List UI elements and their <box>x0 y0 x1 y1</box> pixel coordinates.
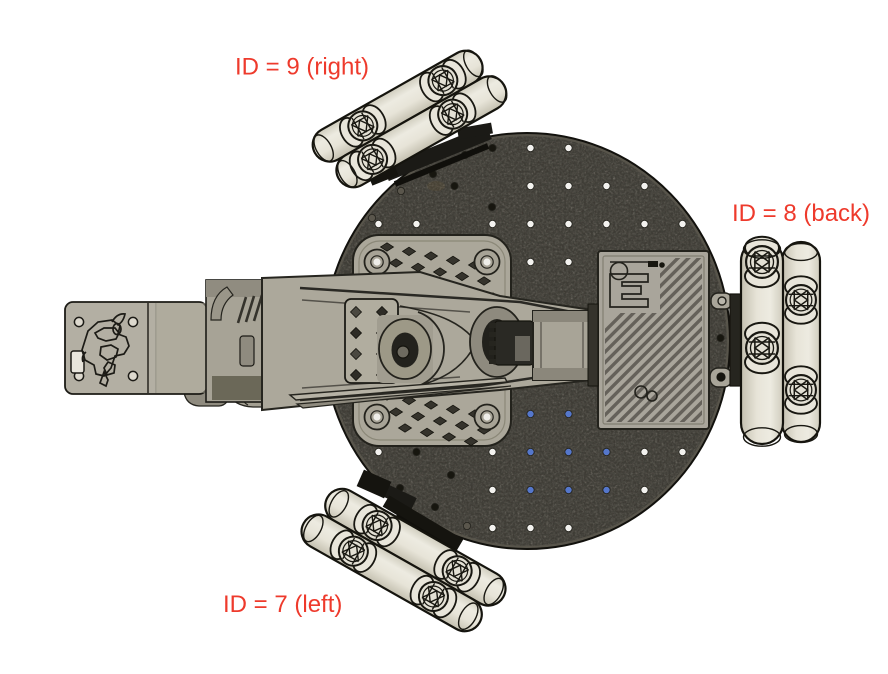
svg-text:ID = 7 (left): ID = 7 (left) <box>223 591 342 618</box>
svg-text:ID = 8 (back): ID = 8 (back) <box>732 200 870 227</box>
svg-text:ID = 9 (right): ID = 9 (right) <box>235 54 369 81</box>
